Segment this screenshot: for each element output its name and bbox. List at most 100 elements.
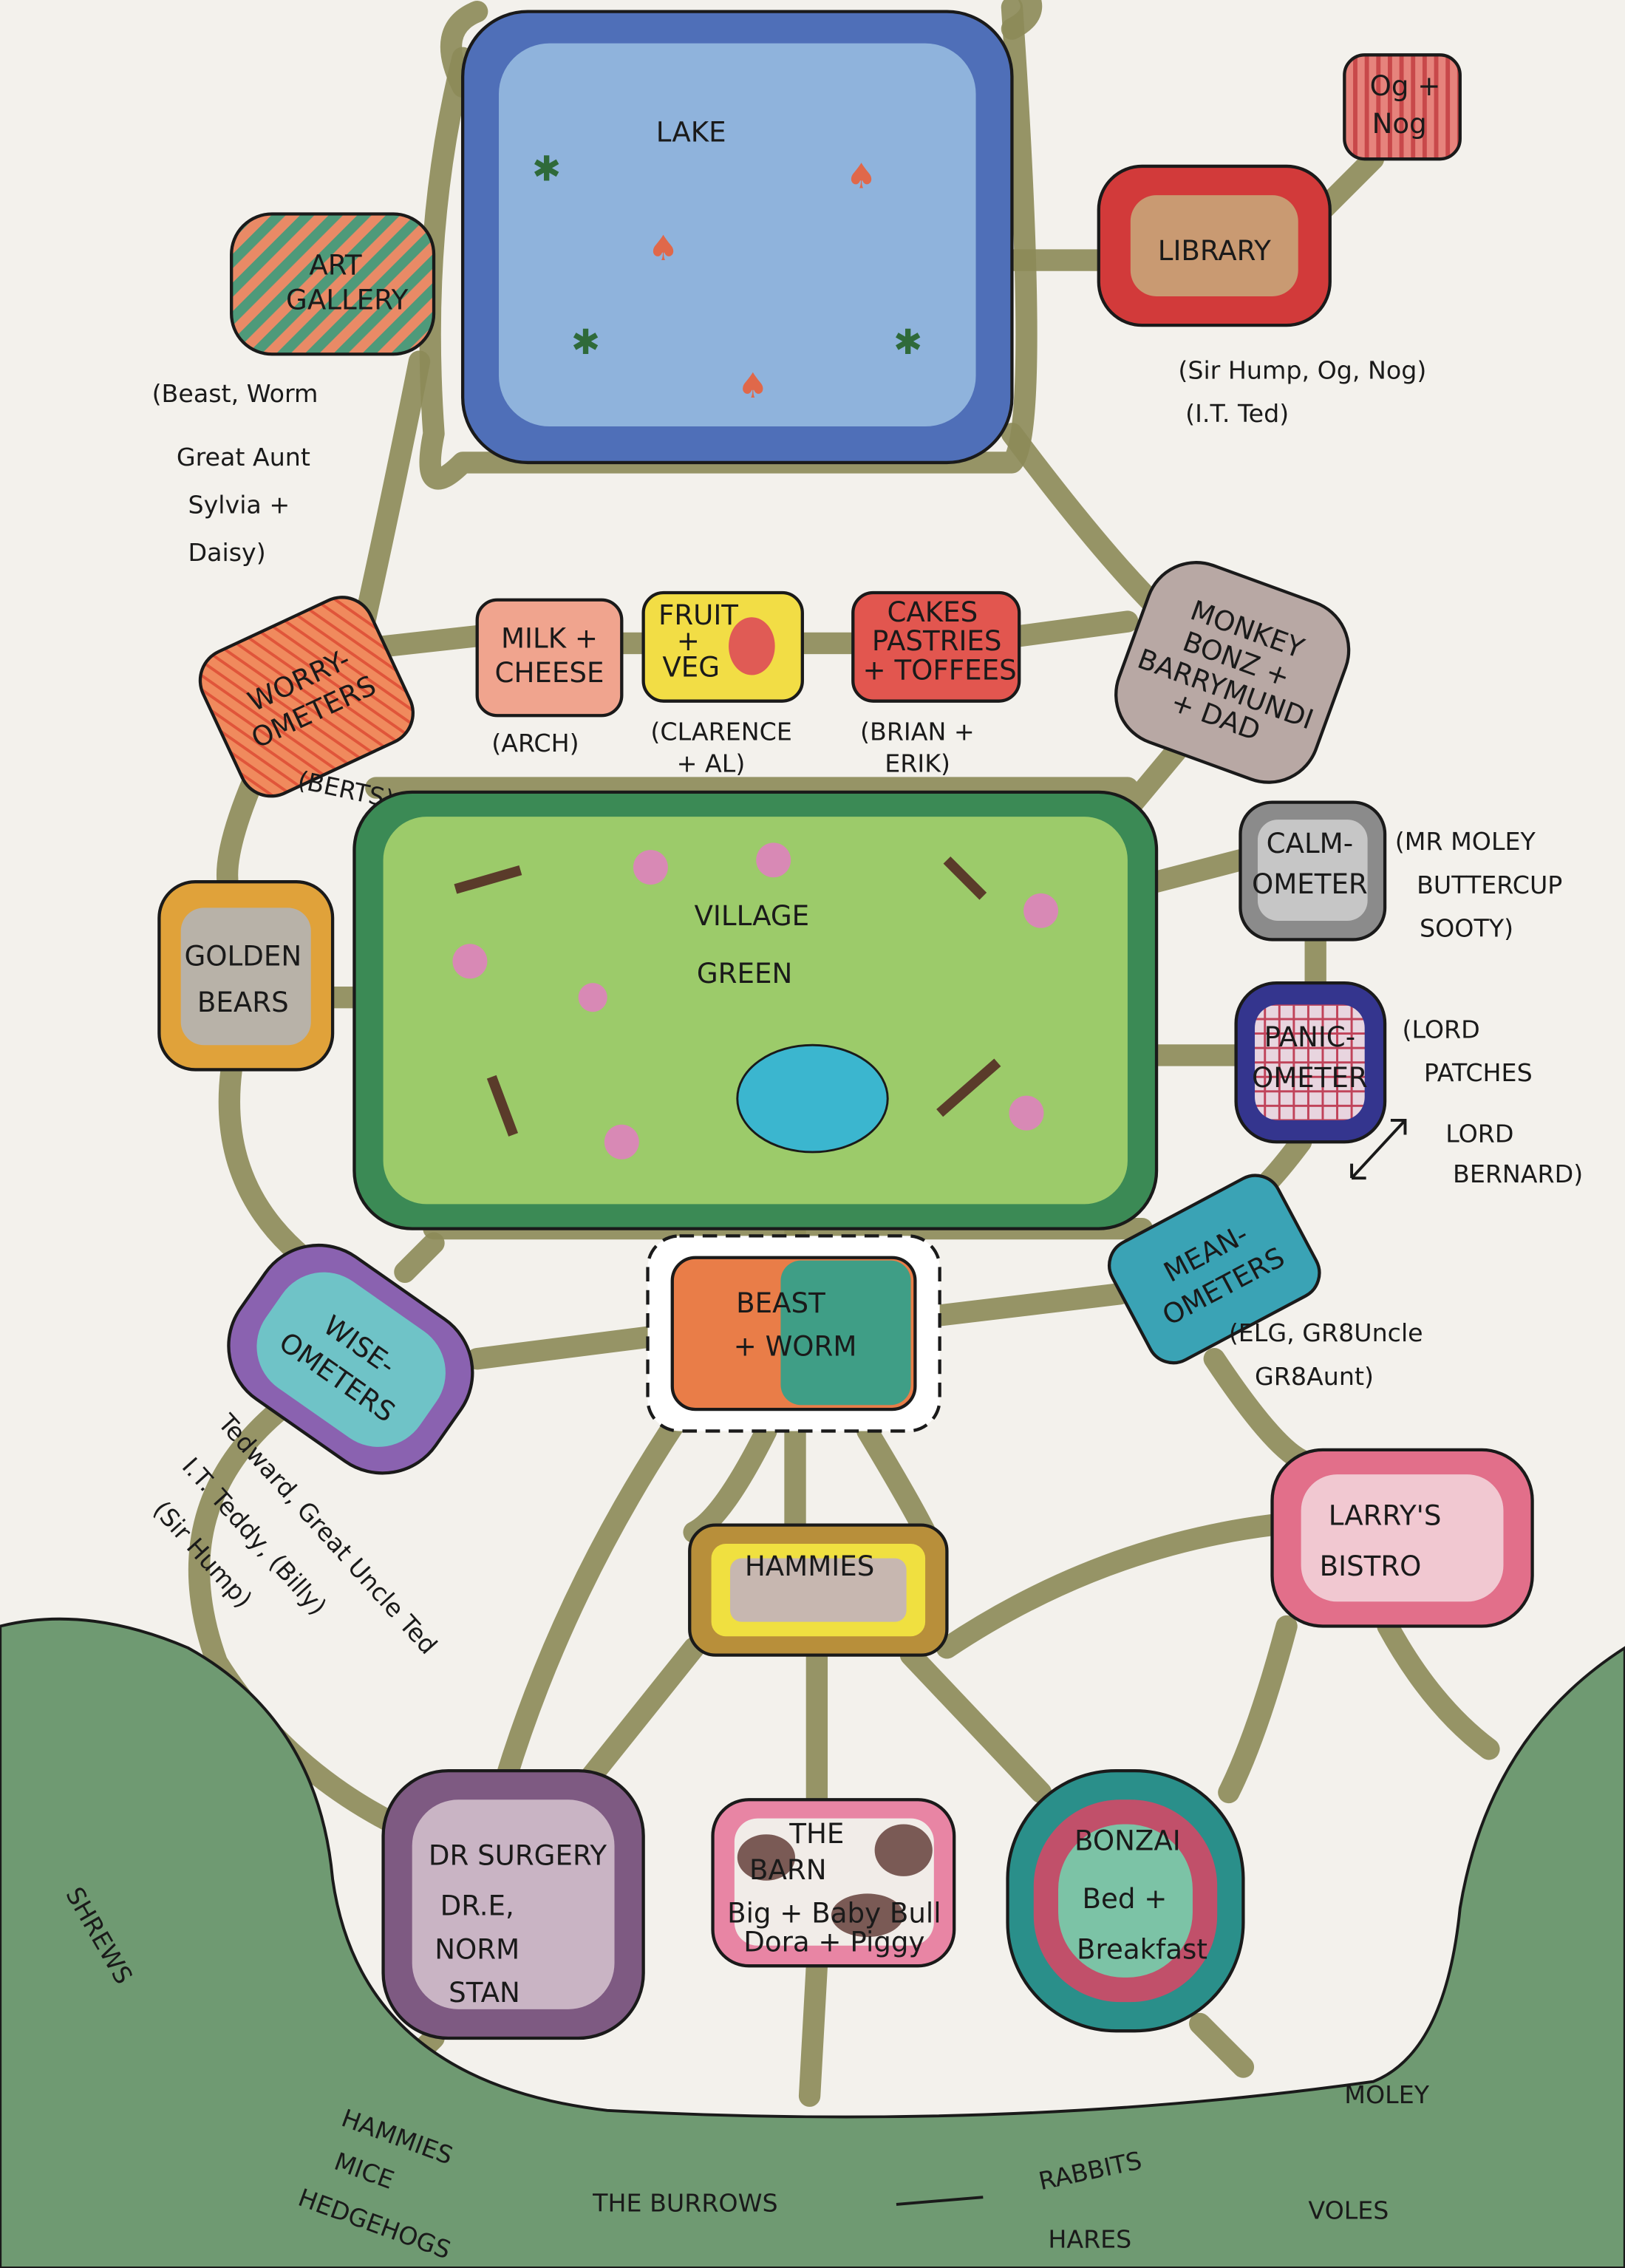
map-label: OMETER — [1252, 1062, 1368, 1094]
lily-icons: ✱ ✱ ✱ ♠ ♠ ♠ — [532, 149, 922, 406]
map-label: (Beast, Worm — [152, 379, 318, 408]
map-label: BARN — [749, 1854, 827, 1886]
burrows-hills — [0, 1617, 1625, 2268]
map-label: GR8Aunt) — [1255, 1362, 1374, 1391]
map-label: PANIC- — [1264, 1021, 1356, 1053]
panic-ometer-residents: (LORD PATCHES LORD BERNARD) — [1350, 1015, 1583, 1188]
map-label: HAMMIES — [745, 1550, 874, 1582]
map-label: + WORM — [734, 1331, 857, 1363]
fruit-veg-shop[interactable]: FRUIT + VEG — [641, 590, 804, 703]
map-label: CAKES — [887, 596, 978, 628]
map-label: THE BURROWS — [592, 2189, 777, 2218]
dr-surgery[interactable]: DR SURGERY DR.E, NORM STAN — [381, 1768, 645, 2040]
library[interactable]: LIBRARY — [1097, 164, 1332, 327]
map-label: (Sir Hump, Og, Nog) — [1178, 355, 1426, 384]
map-label: LARRY'S — [1329, 1500, 1442, 1532]
lake-label: LAKE — [656, 117, 726, 149]
map-label: SOOTY) — [1420, 914, 1513, 943]
map-label: CHEESE — [495, 657, 604, 689]
milk-cheese-owner: (ARCH) — [491, 729, 579, 757]
map-label: (LORD — [1403, 1015, 1480, 1043]
milk-cheese-shop[interactable]: MILK + CHEESE — [475, 598, 624, 718]
svg-text:♠: ♠ — [845, 156, 876, 197]
map-label: BONZAI — [1074, 1825, 1181, 1857]
map-label: BEARS — [197, 987, 289, 1018]
beast-worm-house[interactable]: BEAST + WORM — [646, 1234, 941, 1433]
art-gallery[interactable]: ART GALLERY — [230, 212, 436, 356]
svg-text:♠: ♠ — [737, 366, 769, 406]
larrys-bistro[interactable]: LARRY'S BISTRO — [1270, 1448, 1534, 1628]
svg-text:✱: ✱ — [532, 149, 561, 190]
map-label: NORM — [435, 1933, 519, 1965]
map-label: (I.T. Ted) — [1185, 399, 1289, 428]
map-label: GOLDEN — [185, 941, 302, 973]
og-nog-house[interactable]: Og + Nog — [1343, 53, 1462, 161]
map-label: Sylvia + — [188, 490, 290, 519]
map-label: VOLES — [1308, 2196, 1389, 2224]
svg-text:✱: ✱ — [893, 322, 922, 363]
map-label: Daisy) — [188, 538, 265, 567]
map-label: OMETER — [1252, 868, 1368, 900]
wise-ometers[interactable]: WISE- OMETERS — [203, 1220, 498, 1499]
map-label: ART — [309, 250, 362, 282]
map-label: Great Aunt — [177, 443, 310, 471]
map-label: GREEN — [697, 958, 792, 990]
map-label: FRUIT — [658, 599, 738, 631]
map-label: ERIK) — [885, 749, 950, 778]
fruit-veg-owners: (CLARENCE + AL) — [650, 717, 791, 777]
map-label: VEG — [662, 651, 720, 683]
map-label: BEAST — [736, 1287, 825, 1319]
mean-ometers[interactable]: MEAN- OMETERS — [1100, 1166, 1329, 1372]
map-label: Og + — [1370, 70, 1441, 102]
map-label: (MR MOLEY — [1395, 827, 1536, 856]
map-label: Breakfast — [1077, 1933, 1207, 1965]
map-label: + — [677, 625, 700, 657]
map-label: (BRIAN + — [860, 717, 975, 746]
cakes-pastries-shop[interactable]: CAKES PASTRIES + TOFFEES — [851, 590, 1021, 703]
map-label: GALLERY — [286, 285, 409, 316]
hammies-house[interactable]: HAMMIES — [688, 1523, 949, 1657]
map-label: + AL) — [677, 749, 746, 778]
cakes-owners: (BRIAN + ERIK) — [860, 717, 975, 777]
village-green[interactable]: VILLAGE GREEN — [352, 790, 1159, 1230]
map-label: Nog — [1372, 108, 1427, 140]
bench-icons — [454, 856, 1001, 1137]
map-label: CALM- — [1267, 828, 1354, 859]
map-label: PASTRIES — [872, 625, 1002, 657]
map-label: BERNARD) — [1453, 1159, 1583, 1188]
map-label: BISTRO — [1320, 1550, 1422, 1582]
map-label: (ELG, GR8Uncle — [1229, 1318, 1423, 1347]
calm-ometer[interactable]: CALM- OMETER — [1239, 800, 1387, 941]
map-label: PATCHES — [1424, 1058, 1533, 1087]
map-label: MILK + — [501, 622, 598, 654]
bonzai-bed-breakfast[interactable]: BONZAI Bed + Breakfast — [1006, 1768, 1245, 2033]
worry-ometers[interactable]: WORRY- OMETERS — [190, 587, 423, 806]
map-label: STAN — [449, 1977, 520, 2009]
monkey-bonz-house[interactable]: MONKEY BONZ + BARRYMUNDI + DAD — [1102, 548, 1363, 797]
panic-ometer[interactable]: PANIC- OMETER — [1234, 981, 1387, 1144]
map-label: DR.E, — [440, 1890, 514, 1922]
map-label: Big + Baby Bull — [727, 1898, 941, 1930]
svg-text:♠: ♠ — [648, 228, 679, 269]
map-label: MOLEY — [1344, 2080, 1429, 2109]
map-label: HARES — [1048, 2225, 1131, 2254]
the-barn[interactable]: THE BARN Big + Baby Bull Dora + Piggy — [711, 1798, 956, 1968]
map-label: Dora + Piggy — [743, 1927, 924, 1958]
map-label: Bed + — [1083, 1883, 1168, 1915]
lake: LAKE ✱ ✱ ✱ ♠ ♠ ♠ — [460, 10, 1014, 465]
map-label: (CLARENCE — [650, 717, 791, 746]
map-label: VILLAGE — [695, 900, 810, 932]
golden-bears[interactable]: GOLDEN BEARS — [157, 880, 335, 1072]
flower-icons — [452, 842, 1059, 1159]
map-label: LORD — [1445, 1119, 1513, 1148]
library-residents: (Sir Hump, Og, Nog) (I.T. Ted) — [1178, 355, 1426, 428]
svg-text:✱: ✱ — [571, 322, 600, 363]
map-label: LIBRARY — [1158, 235, 1271, 267]
mean-ometers-residents: (ELG, GR8Uncle GR8Aunt) — [1229, 1318, 1423, 1391]
art-gallery-residents: (Beast, Worm Great Aunt Sylvia + Daisy) — [152, 379, 318, 567]
map-label: + TOFFEES — [863, 654, 1017, 686]
swap-arrow-icon — [1350, 1118, 1407, 1180]
map-label: THE — [788, 1818, 844, 1850]
map-label: BUTTERCUP — [1417, 871, 1562, 899]
